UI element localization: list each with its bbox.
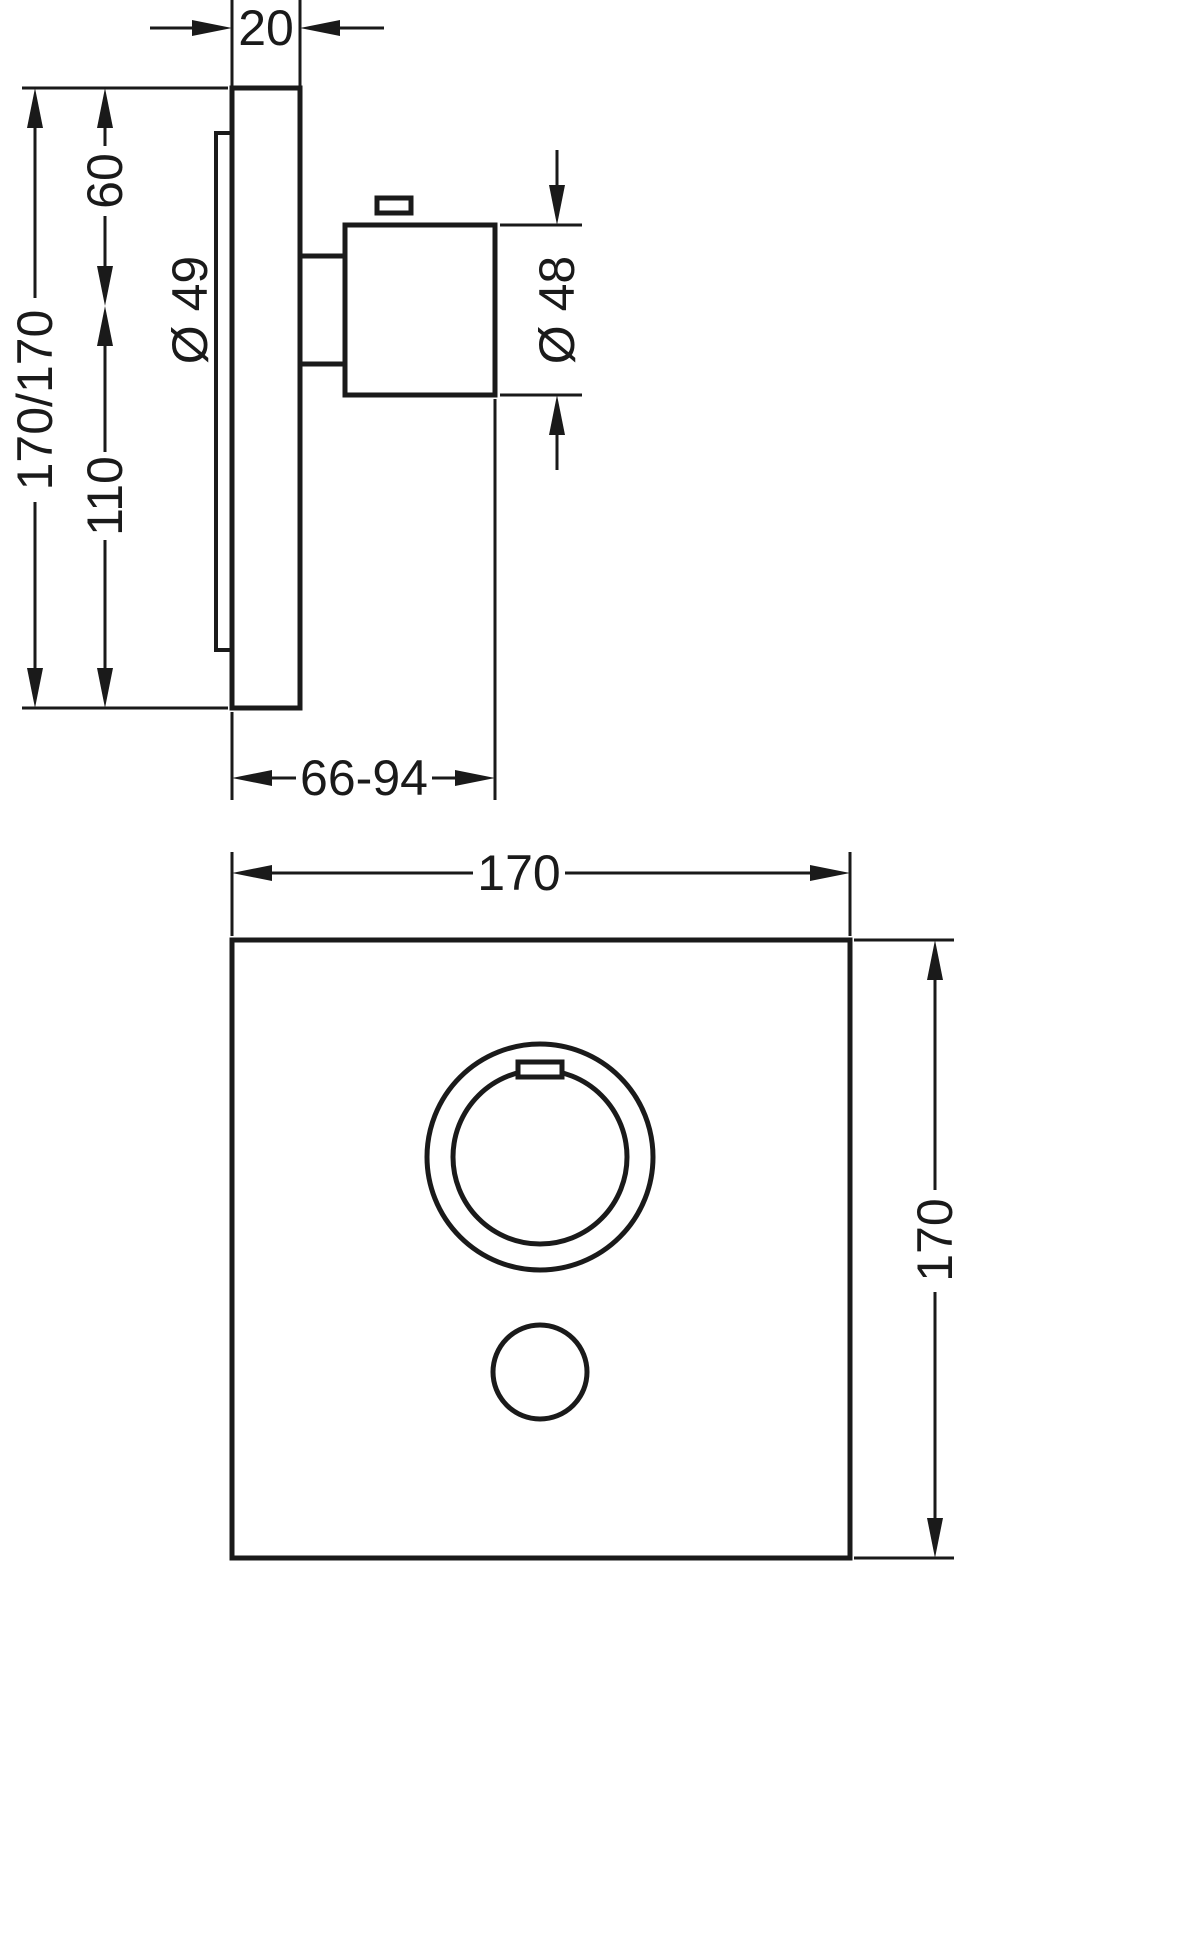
overall-height-label: 170/170 xyxy=(7,310,63,491)
plate-height-label: 170 xyxy=(907,1198,963,1281)
handle-outer-ring-front xyxy=(424,1041,656,1273)
select-button-front xyxy=(490,1322,590,1422)
arrowhead-up-icon xyxy=(549,395,565,435)
handle-base-diameter-label: Ø 49 xyxy=(162,256,218,364)
dim-plate-height: 170 xyxy=(854,938,963,1560)
dim-plate-width: 170 xyxy=(230,845,852,936)
arrowhead-left-icon xyxy=(232,865,272,881)
arrowhead-up-icon xyxy=(27,88,43,128)
handle-side xyxy=(342,222,498,398)
dim-overall-height: 170/170 xyxy=(7,86,228,710)
installation-depth-label: 66-94 xyxy=(300,750,428,806)
escutcheon-plate-side xyxy=(229,85,303,711)
arrowhead-down-icon xyxy=(549,185,565,225)
plate-width-label: 170 xyxy=(477,845,560,901)
arrowhead-right-icon xyxy=(455,770,495,786)
arrowhead-down-icon xyxy=(27,668,43,708)
top-to-handle-center-label: 60 xyxy=(77,153,133,209)
arrowhead-right-icon xyxy=(192,20,232,36)
handle-front-diameter-label: Ø 48 xyxy=(529,256,585,364)
arrowhead-up-icon xyxy=(927,940,943,980)
dim-top-to-handle-center: 60 xyxy=(77,88,133,306)
plate-thickness-label: 20 xyxy=(238,0,294,56)
dim-handle-center-to-bottom: 110 xyxy=(77,306,133,708)
arrowhead-down-icon xyxy=(97,668,113,708)
handle-index-marker-front xyxy=(515,1059,565,1080)
arrowhead-down-icon xyxy=(97,266,113,306)
handle-center-to-bottom-label: 110 xyxy=(77,456,133,536)
arrowhead-up-icon xyxy=(97,306,113,346)
arrowhead-right-icon xyxy=(810,865,850,881)
arrowhead-up-icon xyxy=(97,88,113,128)
dim-installation-depth: 66-94 xyxy=(230,399,497,806)
arrowhead-left-icon xyxy=(300,20,340,36)
front-view: 170 170 xyxy=(229,845,963,1561)
side-view: 20 170/170 60 110 xyxy=(7,0,585,806)
arrowhead-left-icon xyxy=(232,770,272,786)
dim-handle-front-diameter: Ø 48 xyxy=(500,150,585,470)
dim-handle-base-diameter: Ø 49 xyxy=(162,256,218,364)
handle-index-marker-side xyxy=(374,195,414,216)
arrowhead-down-icon xyxy=(927,1518,943,1558)
valve-stem-side xyxy=(300,253,345,367)
dim-plate-thickness: 20 xyxy=(150,0,384,86)
